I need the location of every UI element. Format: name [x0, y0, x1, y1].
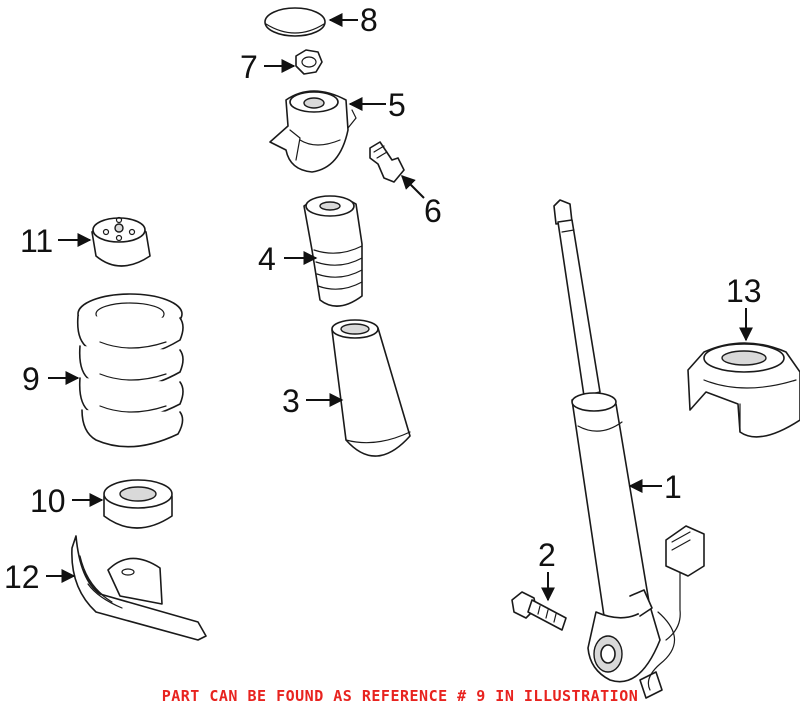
callout-12: 12	[4, 559, 40, 595]
callout-7: 7	[240, 49, 258, 85]
callout-11: 11	[20, 223, 53, 259]
callout-8: 8	[360, 2, 378, 38]
part-6-bolt	[369, 141, 405, 183]
reference-caption: PART CAN BE FOUND AS REFERENCE # 9 IN IL…	[162, 687, 639, 705]
callout-6: 6	[424, 193, 442, 229]
part-5-strut-mount	[269, 90, 357, 173]
callout-10: 10	[30, 483, 66, 519]
part-13-buffer-cup	[687, 342, 800, 438]
callout-2: 2	[538, 537, 556, 573]
callout-3: 3	[282, 383, 300, 419]
part-2-mounting-bolt	[511, 591, 567, 631]
callout-13: 13	[726, 273, 762, 309]
callout-9: 9	[22, 361, 40, 397]
part-12-spring-pad	[71, 535, 207, 641]
callout-5: 5	[388, 87, 406, 123]
part-8-dust-cap	[264, 7, 326, 37]
callout-4: 4	[258, 241, 276, 277]
part-7-nut	[295, 49, 323, 75]
part-4-bump-stop	[303, 195, 363, 307]
leader-6	[401, 175, 425, 199]
part-1-shock-absorber	[553, 199, 705, 699]
part-9-coil-spring	[76, 293, 184, 448]
part-11-upper-spring-seat	[91, 216, 151, 267]
part-10-lower-spring-seat	[103, 479, 173, 529]
callout-1: 1	[664, 469, 682, 505]
part-3-protective-boot	[331, 319, 411, 457]
